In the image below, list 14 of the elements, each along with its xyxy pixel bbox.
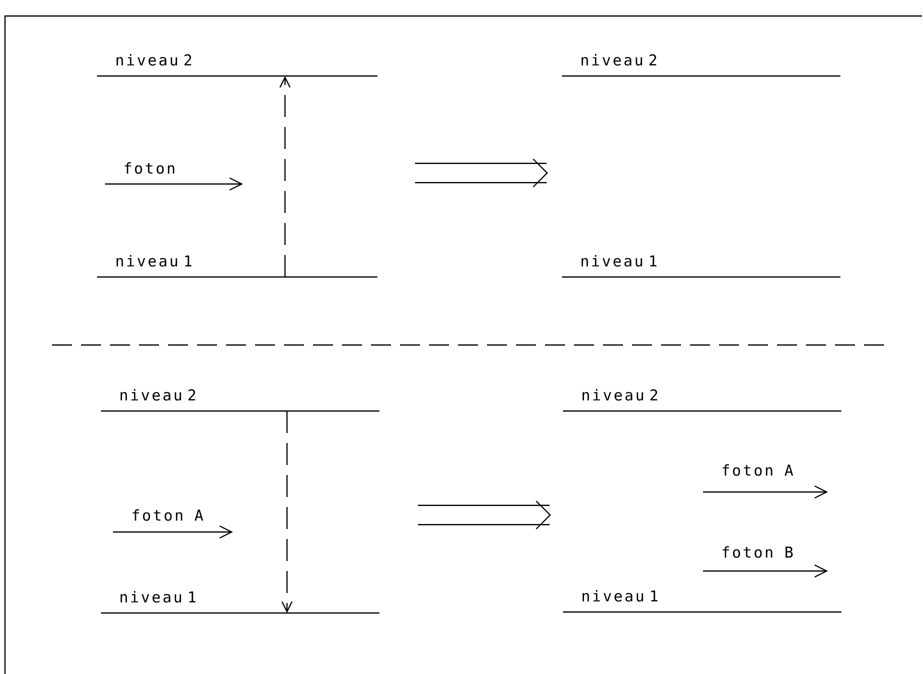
photon-label: foton xyxy=(124,162,174,174)
energy-level: niveau 1 xyxy=(563,590,842,613)
transition-arrow xyxy=(279,76,291,277)
transition-arrow xyxy=(281,411,293,613)
photon-label: foton A xyxy=(132,509,204,521)
energy-level: niveau 1 xyxy=(101,591,380,614)
energy-level: niveau 2 xyxy=(562,54,840,77)
energy-level: niveau 2 xyxy=(101,389,380,412)
photon-label: foton A xyxy=(722,464,794,476)
energy-level: niveau 1 xyxy=(562,255,840,278)
energy-level: niveau 1 xyxy=(97,255,378,278)
energy-level: niveau 2 xyxy=(97,54,378,77)
photon-label: foton B xyxy=(722,546,793,558)
energy-level: niveau 2 xyxy=(563,389,842,412)
